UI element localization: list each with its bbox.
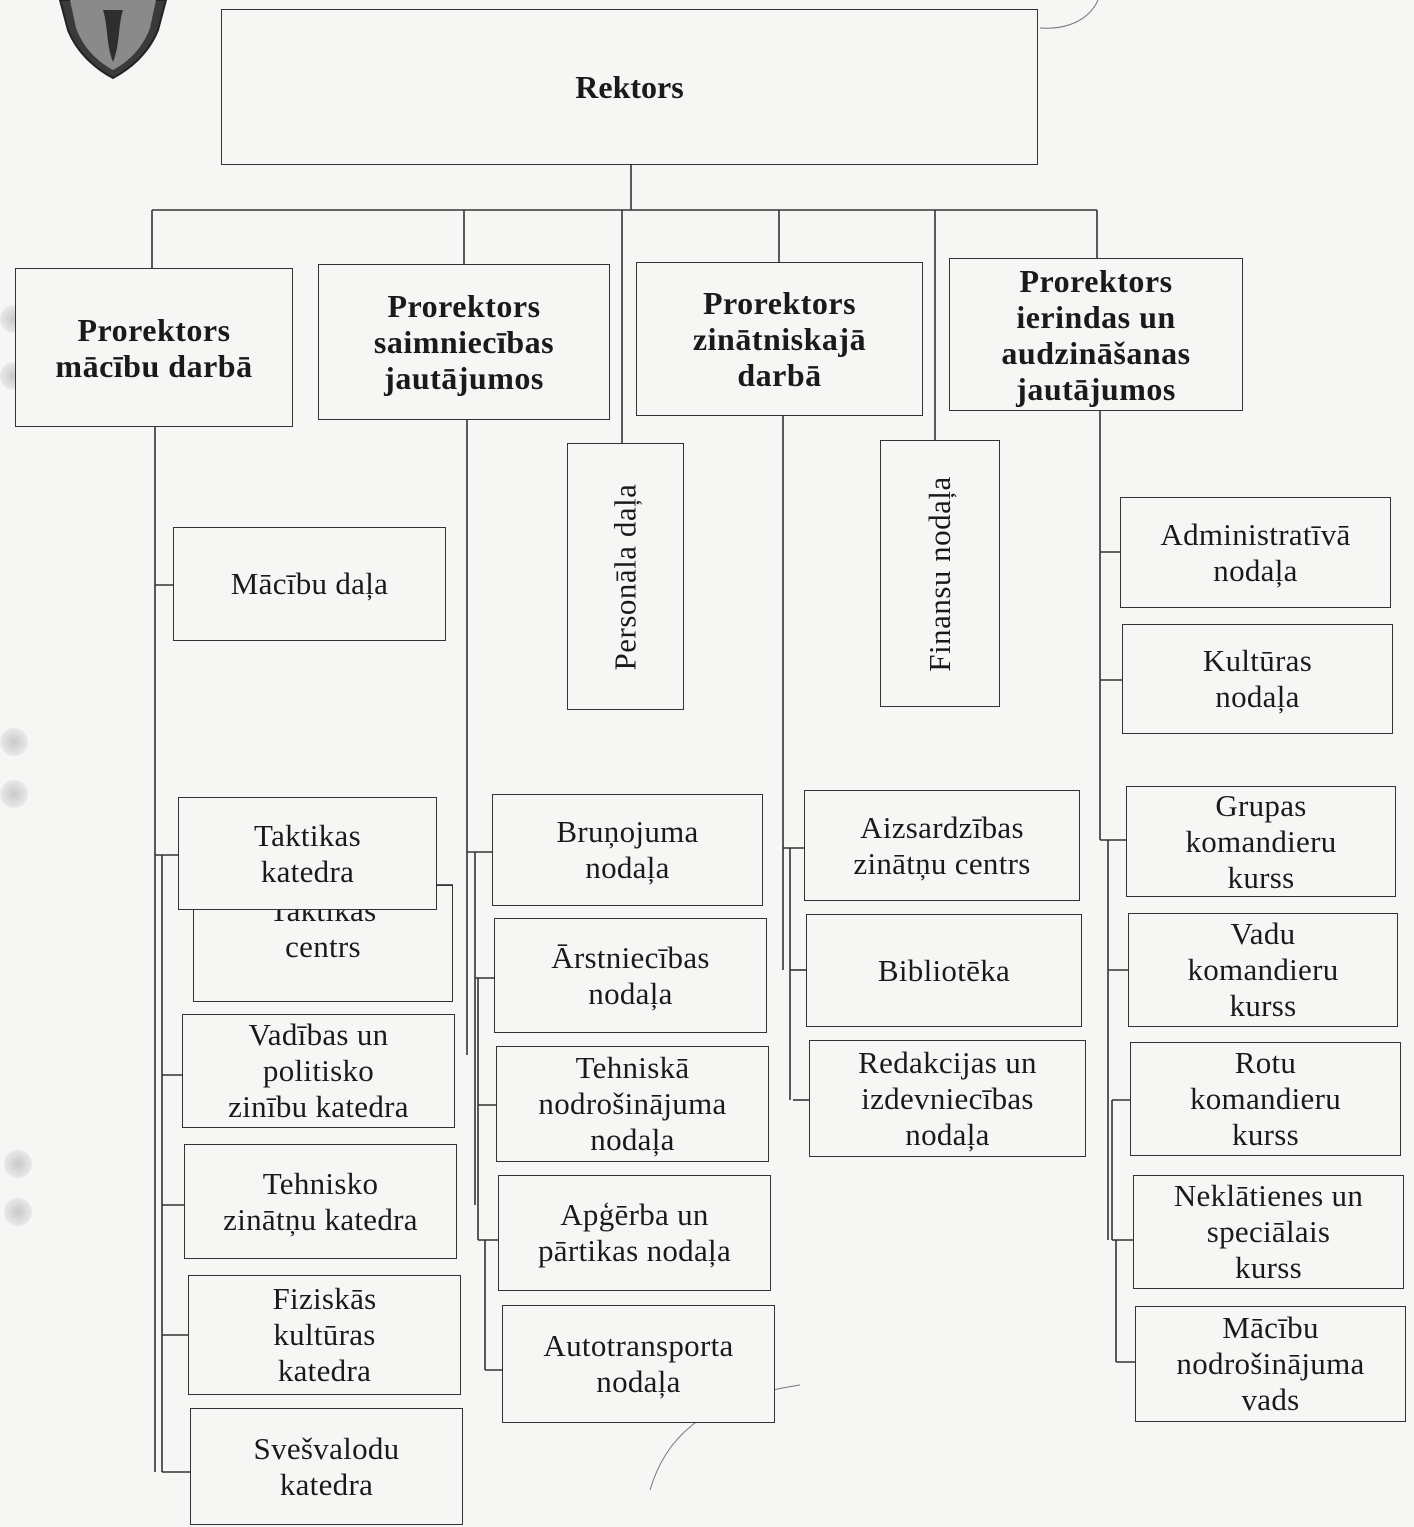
prorector-science-label: Prorektors zinātniskajā darbā (692, 285, 867, 393)
prorector-economic-label: Prorektors saimniecības jautājumos (373, 288, 555, 396)
prorector-economic-box: Prorektors saimniecības jautājumos (318, 264, 610, 420)
armament-dept-box: Bruņojuma nodaļa (492, 794, 763, 906)
rector-box: Rektors (221, 9, 1038, 165)
motor-transport-dept-label: Autotransporta nodaļa (543, 1328, 734, 1399)
library-label: Bibliotēka (877, 952, 1011, 988)
administrative-dept-label: Administratīvā nodaļa (1160, 516, 1351, 588)
clothing-food-dept-box: Apģērba un pārtikas nodaļa (498, 1175, 771, 1291)
support-platoon-box: Mācību nodrošinājuma vads (1135, 1306, 1406, 1422)
company-commanders-course-label: Rotu komandieru kurss (1189, 1045, 1342, 1152)
group-commanders-course-label: Grupas komandieru kurss (1185, 787, 1337, 895)
punch-hole (4, 1150, 32, 1178)
tactics-chair-label: Taktikas katedra (254, 817, 361, 889)
publishing-dept-label: Redakcijas un izdevniecības nodaļa (858, 1044, 1037, 1152)
technical-supply-dept-box: Tehniskā nodrošinājuma nodaļa (496, 1046, 769, 1162)
extramural-course-label: Neklātienes un speciālais kurss (1173, 1178, 1364, 1285)
management-chair-box: Vadības un politisko zinību katedra (182, 1014, 455, 1128)
platoon-commanders-course-label: Vadu komandieru kurss (1187, 916, 1339, 1023)
armament-dept-label: Bruņojuma nodaļa (556, 814, 699, 885)
support-platoon-label: Mācību nodrošinājuma vads (1176, 1310, 1365, 1417)
defence-science-centre-box: Aizsardzības zinātņu centrs (804, 790, 1080, 901)
finance-dept-label: Finansu nodaļa (922, 475, 957, 672)
prorector-science-box: Prorektors zinātniskajā darbā (636, 262, 923, 416)
prorector-drill-box: Prorektors ierindas un audzināšanas jaut… (949, 258, 1243, 411)
prorector-study-box: Prorektors mācību darbā (15, 268, 293, 427)
extramural-course-box: Neklātienes un speciālais kurss (1133, 1175, 1404, 1289)
prorector-drill-label: Prorektors ierindas un audzināšanas jaut… (1001, 262, 1191, 407)
rector-label: Rektors (575, 68, 684, 105)
emblem-logo (58, 0, 168, 80)
prorector-study-label: Prorektors mācību darbā (55, 311, 253, 384)
personnel-dept-box: Personāla daļa (567, 443, 684, 710)
study-dept-box: Mācību daļa (173, 527, 446, 641)
tactics-chair-box: Taktikas katedra (178, 797, 437, 910)
personnel-dept-label: Personāla daļa (607, 483, 643, 670)
defence-science-centre-label: Aizsardzības zinātņu centrs (853, 809, 1031, 881)
technical-chair-label: Tehnisko zinātņu katedra (223, 1165, 418, 1237)
technical-supply-dept-label: Tehniskā nodrošinājuma nodaļa (538, 1050, 727, 1157)
library-box: Bibliotēka (806, 914, 1082, 1027)
physical-chair-label: Fiziskās kultūras katedra (272, 1281, 377, 1388)
medical-dept-label: Ārstniecības nodaļa (551, 939, 710, 1011)
study-dept-label: Mācību daļa (230, 566, 389, 601)
languages-chair-box: Svešvalodu katedra (190, 1408, 463, 1525)
physical-chair-box: Fiziskās kultūras katedra (188, 1275, 461, 1395)
punch-hole (4, 1198, 32, 1226)
group-commanders-course-box: Grupas komandieru kurss (1126, 786, 1396, 897)
punch-hole (0, 728, 28, 756)
company-commanders-course-box: Rotu komandieru kurss (1130, 1042, 1401, 1156)
clothing-food-dept-label: Apģērba un pārtikas nodaļa (537, 1197, 731, 1268)
management-chair-label: Vadības un politisko zinību katedra (228, 1017, 409, 1124)
administrative-dept-box: Administratīvā nodaļa (1120, 497, 1391, 608)
languages-chair-label: Svešvalodu katedra (253, 1430, 400, 1502)
culture-dept-box: Kultūras nodaļa (1122, 624, 1393, 734)
medical-dept-box: Ārstniecības nodaļa (494, 918, 767, 1033)
punch-hole (0, 780, 28, 808)
finance-dept-box: Finansu nodaļa (880, 440, 1000, 707)
publishing-dept-box: Redakcijas un izdevniecības nodaļa (809, 1040, 1086, 1157)
technical-chair-box: Tehnisko zinātņu katedra (184, 1144, 457, 1259)
culture-dept-label: Kultūras nodaļa (1202, 643, 1313, 714)
motor-transport-dept-box: Autotransporta nodaļa (502, 1305, 775, 1423)
platoon-commanders-course-box: Vadu komandieru kurss (1128, 913, 1398, 1027)
